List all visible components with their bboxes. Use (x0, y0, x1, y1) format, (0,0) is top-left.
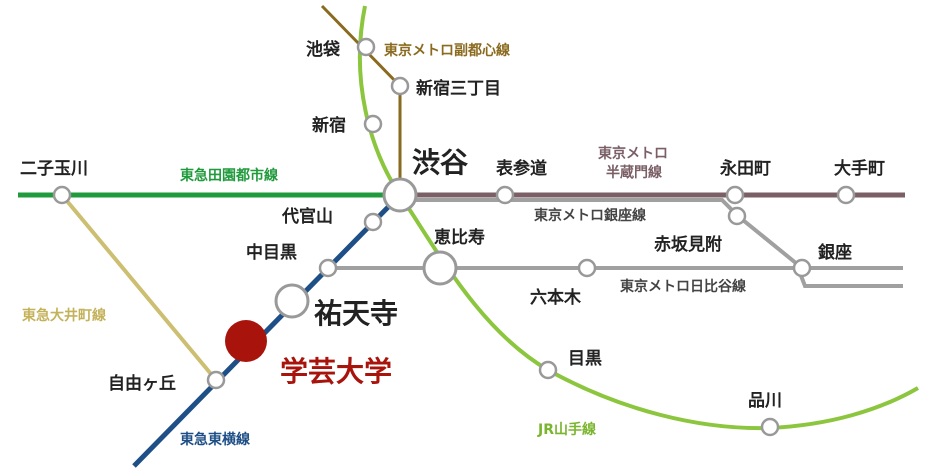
station-marker-daikanyama (363, 212, 383, 232)
label-station-futako-tamagawa: 二子玉川 (20, 159, 88, 179)
label-station-ginza: 銀座 (818, 242, 852, 263)
label-station-roppongi: 六本木 (530, 287, 582, 308)
station-marker-gakugei-daigaku (225, 320, 267, 362)
label-station-shinjuku: 新宿 (312, 115, 346, 136)
label-line-yamanote: JR山手線 (537, 421, 596, 438)
label-station-nagatacho: 永田町 (719, 158, 771, 179)
station-marker-roppongi (577, 258, 597, 278)
label-station-shibuya: 渋谷 (412, 146, 469, 179)
label-line-denentoshi: 東急田園都市線 (180, 167, 278, 184)
label-line-hibiya: 東京メトロ日比谷線 (620, 278, 746, 295)
station-marker-naka-meguro (318, 258, 338, 278)
label-station-daikanyama: 代官山 (281, 206, 333, 227)
station-marker-meguro (538, 360, 558, 380)
station-marker-shinagawa (760, 417, 780, 437)
station-marker-shinjuku (363, 114, 383, 134)
label-station-akasaka-mitsuke: 赤坂見附 (654, 234, 722, 255)
label-line-hanzomon-1: 東京メトロ (598, 145, 668, 162)
label-station-meguro: 目黒 (568, 349, 602, 369)
station-marker-omotesando (495, 185, 515, 205)
station-marker-shinjuku-sanchome (390, 76, 410, 96)
label-station-yutenji: 祐天寺 (314, 297, 398, 330)
label-station-ebisu: 恵比寿 (434, 227, 485, 248)
label-station-otemachi: 大手町 (834, 158, 885, 179)
label-station-gakugei-daigaku: 学芸大学 (280, 355, 392, 388)
station-marker-ebisu (422, 250, 458, 286)
label-station-ikebukuro: 池袋 (306, 39, 341, 60)
station-marker-otemachi (836, 185, 856, 205)
line-toyoko (132, 193, 402, 468)
label-line-toyoko: 東急東横線 (180, 431, 250, 448)
label-station-naka-meguro: 中目黒 (246, 242, 297, 263)
station-marker-akasaka-mitsuke (727, 206, 747, 226)
station-marker-shibuya (382, 177, 418, 213)
station-marker-ginza (792, 258, 812, 278)
line-oimachi (60, 193, 218, 382)
label-station-shinagawa: 品川 (748, 391, 782, 411)
label-line-hanzomon-2: 半蔵門線 (606, 164, 662, 181)
station-marker-ikebukuro (356, 37, 376, 57)
label-station-shinjuku-sanchome: 新宿三丁目 (416, 78, 501, 99)
label-station-omotesando: 表参道 (496, 158, 547, 179)
line-hibiya (328, 266, 903, 288)
station-marker-futako-tamagawa (52, 185, 72, 205)
label-line-ginza: 東京メトロ銀座線 (534, 207, 646, 224)
station-marker-nagatacho (725, 185, 745, 205)
label-station-jiyugaoka: 自由ヶ丘 (108, 373, 176, 394)
station-marker-yutenji (274, 283, 310, 319)
label-line-fukutoshin: 東京メトロ副都心線 (384, 42, 510, 59)
station-marker-jiyugaoka (206, 370, 226, 390)
label-line-oimachi: 東急大井町線 (22, 307, 106, 324)
